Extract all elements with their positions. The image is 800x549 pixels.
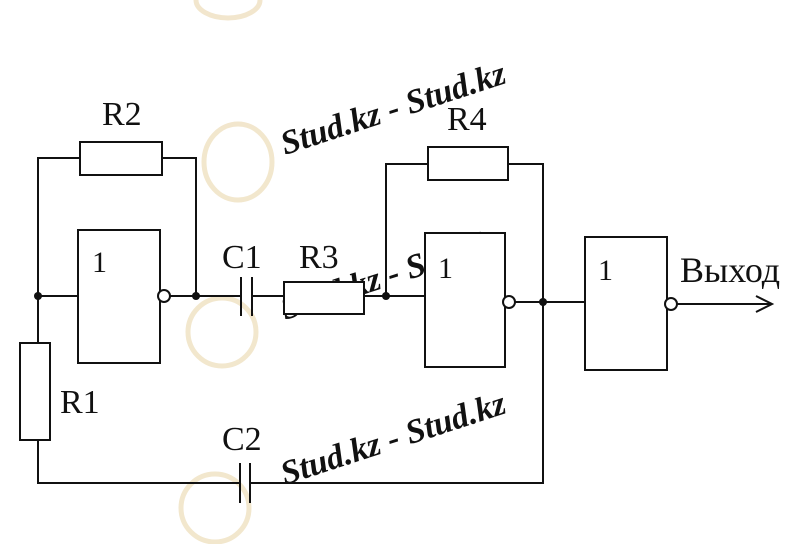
label-r4: R4: [447, 101, 487, 138]
wire-c2-left: [37, 439, 241, 484]
labels: R2 R4 R1 R3 C1 C2 Выход: [60, 96, 780, 458]
label-output: Выход: [680, 250, 780, 290]
wire-r4-left: [385, 163, 429, 297]
label-r2: R2: [102, 96, 142, 133]
label-c1: C1: [222, 239, 262, 276]
gate-2-inverter-bubble: [502, 295, 516, 309]
gate-3: [584, 236, 668, 371]
wire-r4-right: [507, 163, 544, 303]
gate-1: [77, 229, 161, 364]
resistor-r1: [19, 342, 51, 441]
gate-2: [424, 232, 506, 368]
resistor-r2: [79, 141, 163, 176]
label-c2: C2: [222, 421, 262, 458]
wire-r2-right: [161, 157, 197, 297]
resistor-r4: [427, 146, 509, 181]
gate-1-inverter-bubble: [157, 289, 171, 303]
junctions: [34, 292, 547, 306]
junction-dot: [34, 292, 42, 300]
label-r1: R1: [60, 384, 100, 421]
gate-labels: 1 1 1: [92, 246, 613, 287]
gate-2-label: 1: [438, 252, 453, 285]
capacitor-c1: [240, 277, 253, 316]
gate-1-label: 1: [92, 246, 107, 279]
wires: [37, 157, 771, 484]
gate-3-label: 1: [598, 254, 613, 287]
label-r3: R3: [299, 239, 339, 276]
capacitor-c2: [239, 463, 251, 503]
junction-dot: [192, 292, 200, 300]
watermark-logo: [178, 0, 275, 545]
gates: [77, 229, 678, 371]
watermark-text: Stud.kz - Stud.kz: [276, 385, 511, 493]
resistors: [19, 141, 509, 441]
wire-c2-right: [249, 301, 544, 484]
gate-3-inverter-bubble: [664, 297, 678, 311]
junction-dot: [539, 298, 547, 306]
junction-dot: [382, 292, 390, 300]
resistor-r3: [283, 281, 365, 315]
output-arrow-icon: [755, 295, 775, 313]
